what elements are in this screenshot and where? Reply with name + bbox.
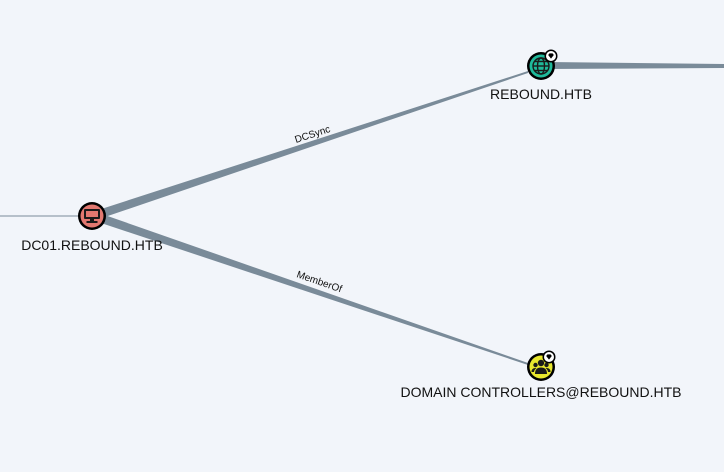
globe-icon (532, 57, 550, 75)
high-value-badge-icon (542, 350, 556, 364)
edge-outgoing-right[interactable] (548, 62, 724, 69)
users-icon (531, 359, 551, 374)
computer-icon (84, 209, 100, 223)
edge-dcsync[interactable] (92, 71, 528, 220)
high-value-badge-icon (544, 49, 558, 63)
edge-memberof[interactable] (92, 212, 528, 365)
node-label-dc01: DC01.REBOUND.HTB (21, 237, 163, 253)
node-label-domain: REBOUND.HTB (490, 86, 592, 102)
node-label-dc-group: DOMAIN CONTROLLERS@REBOUND.HTB (400, 384, 681, 400)
node-dc01[interactable] (78, 202, 106, 230)
